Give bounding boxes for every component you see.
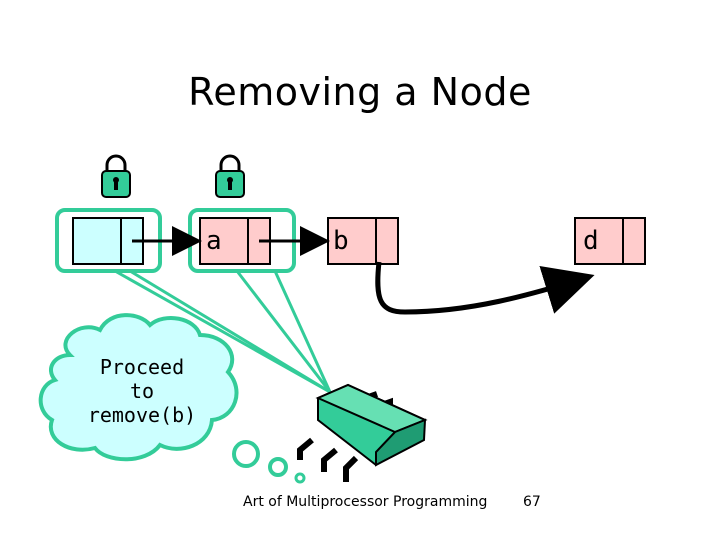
page-title: Removing a Node [188,70,532,114]
page-number: 67 [523,494,541,510]
lock-icon [215,154,245,198]
thread-lines [114,269,332,394]
node-d [574,217,646,265]
thought-bubble [268,457,288,477]
lock-icon [101,154,131,198]
node-d-label: d [583,226,599,256]
thought-line: remove(b) [87,403,197,427]
thought-line: Proceed [99,355,185,379]
thought-line: to [129,379,155,403]
node-b-label: b [333,226,349,256]
thought-bubble [232,440,260,468]
thread-chip-icon [297,383,428,482]
thought-bubble [294,472,306,484]
node-a-label: a [206,226,222,256]
footer-text: Art of Multiprocessor Programming [243,494,488,510]
thought-cloud [38,313,239,462]
pointer-b-to-d [375,261,595,315]
thought-text: Proceed to remove(b) [62,355,222,427]
